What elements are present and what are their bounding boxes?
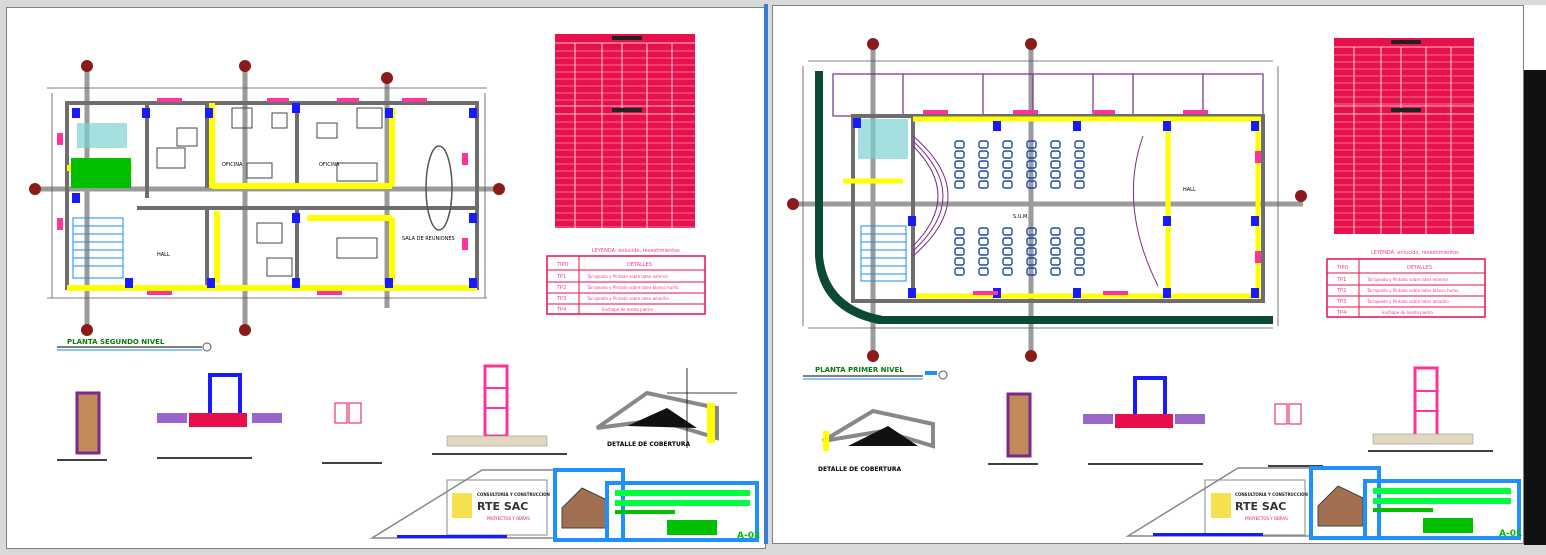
- right-green-boundary: [815, 71, 1273, 324]
- left-plan-title: PLANTA SEGUNDO NIVEL: [67, 338, 165, 346]
- left-legend-tipo-2: TP2: [556, 285, 566, 291]
- left-room-label-2: OFICINA: [319, 162, 340, 168]
- left-legend-col-tipo: TIPO: [556, 262, 569, 268]
- left-columns: [72, 103, 477, 288]
- right-stage-arcs: [912, 135, 1159, 287]
- right-drawing: HALL S.U.M. LEYENDA: enlucido, revestimi…: [787, 38, 1522, 540]
- right-legend-tipo-1: TP1: [1336, 277, 1346, 283]
- left-sheet-number: A-02: [737, 531, 760, 541]
- right-details: DETALLE DE COBERTURA: [818, 366, 1493, 473]
- right-title-block: CONSULTORIA Y CONSTRUCCION RTE SAC PROYE…: [1125, 466, 1522, 540]
- sheet-right: HALL S.U.M. LEYENDA: enlucido, revestimi…: [772, 5, 1524, 544]
- right-room-label-hall: HALL: [1183, 187, 1196, 193]
- right-legend: LEYENDA: enlucido, revestimientos TIPO D…: [1326, 250, 1486, 318]
- left-axis-lines: [37, 68, 497, 333]
- left-stairs: [72, 217, 124, 279]
- right-legend-det-3: Tarrajeado y Pintado sobre latex amarill…: [1366, 299, 1449, 304]
- right-top-rooms: [832, 73, 1264, 117]
- left-company-sub: PROYECTOS Y OBRAS: [487, 516, 530, 521]
- right-gutter-top: [1524, 5, 1546, 70]
- left-section-label: DETALLE DE COBERTURA: [607, 441, 690, 448]
- left-dimension-lines: [47, 87, 487, 299]
- left-tags: [57, 98, 468, 295]
- right-auditorium-seats: [954, 140, 1085, 276]
- left-room-label-1: OFICINA: [222, 162, 243, 168]
- left-company-name: RTE SAC: [477, 500, 528, 513]
- left-title-block: CONSULTORIA Y CONSTRUCCION RTE SAC PROYE…: [369, 468, 760, 542]
- right-company-line: CONSULTORIA Y CONSTRUCCION: [1235, 492, 1308, 497]
- right-legend-tipo-2: TP2: [1336, 288, 1346, 294]
- right-company-sub: PROYECTOS Y OBRAS: [1245, 516, 1288, 521]
- right-legend-det-1: Tarrajeado y Pintado sobre latex exterio…: [1366, 277, 1449, 282]
- right-gutter: [1524, 5, 1546, 545]
- right-plan-title: PLANTA PRIMER NIVEL: [815, 366, 904, 374]
- right-legend-tipo-4: TP4: [1336, 310, 1346, 316]
- left-legend-det-2: Tarrajeado y Pintado sobre latex blanco …: [586, 285, 679, 290]
- left-garden: [77, 123, 127, 148]
- left-plan-title-group: PLANTA SEGUNDO NIVEL: [57, 338, 212, 352]
- right-garden: [858, 119, 908, 159]
- left-room-label-3: SALA DE REUNIONES: [402, 236, 455, 242]
- left-legend: LEYENDA: enlucido, revestimientos TIPO D…: [546, 248, 706, 315]
- left-legend-col-detalles: DETALLES: [627, 262, 652, 268]
- left-legend-tipo-3: TP3: [556, 296, 566, 302]
- right-yellow-walls: [843, 116, 1261, 299]
- left-details: DETALLE DE COBERTURA: [57, 364, 737, 464]
- left-green-area: [71, 158, 131, 188]
- right-axis-lines: [793, 46, 1303, 356]
- right-legend-det-2: Tarrajeado y Pintado sobre latex blanco …: [1366, 288, 1459, 293]
- right-legend-col-tipo: TIPO: [1336, 265, 1349, 271]
- sheet-left: OFICINA OFICINA SALA DE REUNIONES HALL L…: [6, 7, 766, 549]
- right-legend-det-4: Enchape de loseta piedra: [1382, 310, 1433, 315]
- right-plan-title-group: PLANTA PRIMER NIVEL: [803, 366, 948, 380]
- left-legend-header: LEYENDA: enlucido, revestimientos: [592, 248, 680, 254]
- right-axis-bubbles: [787, 38, 1307, 362]
- left-yellow-walls: [67, 103, 477, 291]
- left-legend-det-4: Enchape de loseta piedra: [602, 307, 653, 312]
- right-walls: [851, 114, 1265, 303]
- right-tags: [923, 110, 1261, 295]
- right-room-label-sum: S.U.M.: [1013, 214, 1029, 220]
- right-dimension-lines: [802, 60, 1279, 329]
- right-sheet-number: A-01: [1499, 529, 1522, 539]
- left-room-label-4: HALL: [157, 252, 170, 258]
- left-conference-table: [425, 145, 453, 231]
- left-legend-tipo-1: TP1: [556, 274, 566, 280]
- right-legend-header: LEYENDA: enlucido, revestimientos: [1371, 250, 1459, 256]
- right-sheet-frame: [764, 4, 768, 544]
- left-walls: [65, 101, 479, 290]
- right-stairs: [860, 225, 907, 282]
- left-axis-bubbles: [29, 60, 505, 336]
- left-legend-tipo-4: TP4: [556, 307, 566, 313]
- left-legend-det-1: Tarrajeado y Pintado sobre latex exterio…: [586, 274, 669, 279]
- left-furniture: [156, 107, 383, 277]
- left-company-line: CONSULTORIA Y CONSTRUCCION: [477, 492, 550, 497]
- left-drawing: OFICINA OFICINA SALA DE REUNIONES HALL L…: [29, 34, 760, 542]
- right-section-label: DETALLE DE COBERTURA: [818, 466, 901, 473]
- right-schedule-table: [1334, 38, 1474, 234]
- right-legend-tipo-3: TP3: [1336, 299, 1346, 305]
- right-company-name: RTE SAC: [1235, 500, 1286, 513]
- right-legend-col-detalles: DETALLES: [1407, 265, 1432, 271]
- left-legend-det-3: Tarrajeado y Pintado sobre latex amarill…: [586, 296, 669, 301]
- left-schedule-table: [555, 34, 695, 228]
